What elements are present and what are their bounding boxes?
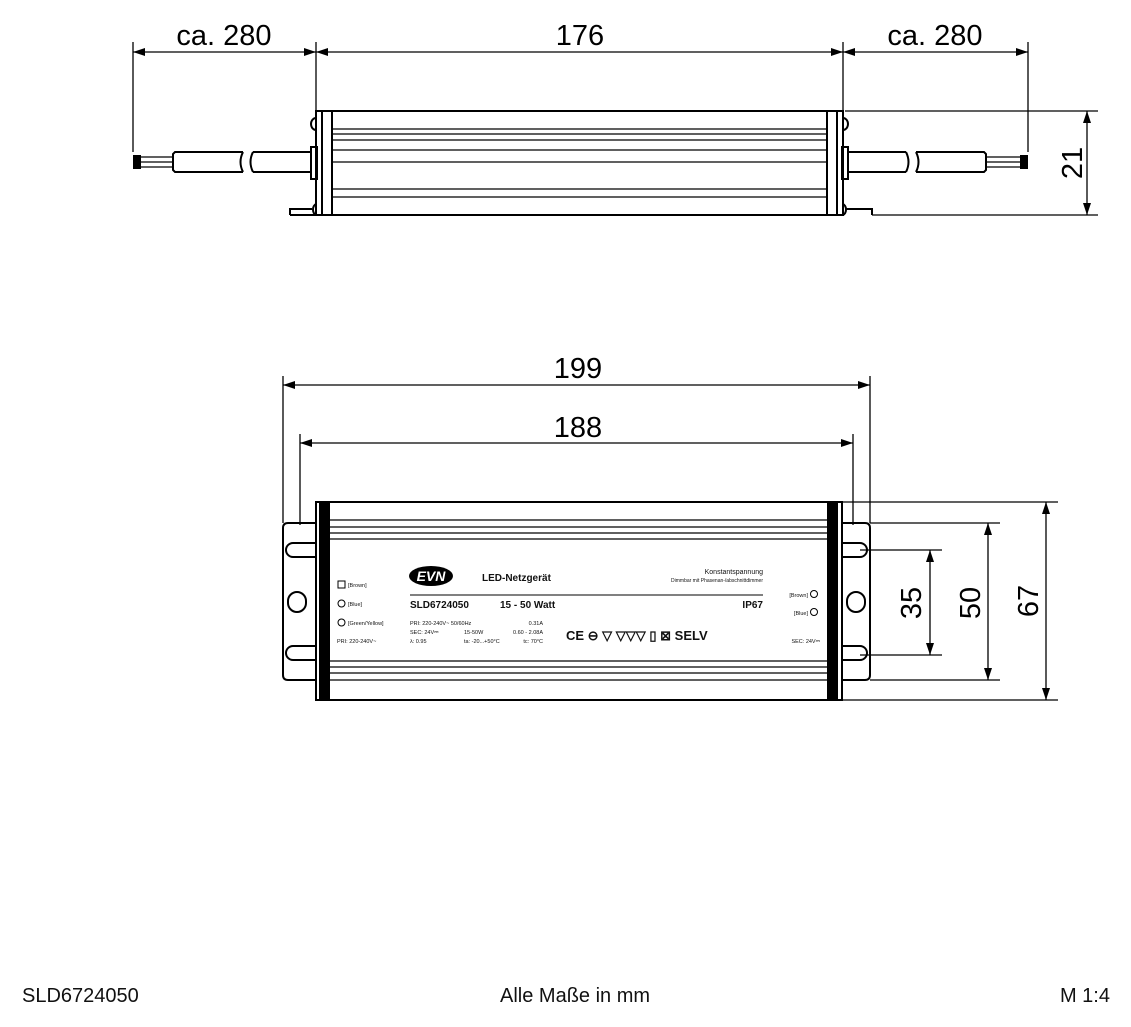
dim-overall: 199 [554, 353, 602, 385]
label-dimmer: Dimmbar mit Phasenan-/abschnittdimmer [671, 578, 763, 584]
label-title: LED-Netzgerät [482, 573, 552, 584]
label-wire-pe: [Green/Yellow] [348, 621, 384, 627]
top-view: ca. 280 176 ca. 280 21 [132, 20, 1098, 216]
ground-icon [337, 618, 346, 627]
dim-right-cable: ca. 280 [887, 20, 982, 52]
minus-terminal-icon [810, 608, 818, 616]
dim-mounting: 188 [554, 412, 602, 444]
dim-slot-inner: 35 [896, 587, 928, 619]
label-lambda: λ: 0.95 [410, 639, 427, 645]
neutral-icon [337, 599, 346, 608]
label-type: Konstantspannung [705, 569, 763, 576]
label-power: 15 - 50 Watt [500, 600, 556, 611]
footer-scale: M 1:4 [1059, 985, 1110, 1007]
label-ta: ta: -20...+50°C [464, 639, 500, 645]
label-wire-l: [Brown] [348, 583, 367, 589]
dim-body-length: 176 [556, 20, 604, 52]
label-model: SLD6724050 [410, 600, 469, 611]
footer-article: SLD6724050 [22, 985, 139, 1007]
certification-marks: CE ⊖ ▽ ▽▽▽ ▯ ⊠ SELV [566, 628, 708, 643]
front-view: 199 188 35 50 67 EVN LED-Netzgerät Konst… [282, 353, 1058, 701]
label-out-plus: [Brown] [789, 593, 808, 599]
label-pri: PRI: 220-240V~ 50/60Hz [410, 621, 472, 627]
earth-l-icon [337, 580, 346, 589]
logo-text: EVN [417, 568, 447, 584]
label-sec: SEC: 24V⎓ [410, 630, 439, 636]
dim-left-cable: ca. 280 [176, 20, 271, 52]
label-input: PRI: 220-240V~ [337, 639, 376, 645]
label-ip: IP67 [742, 600, 763, 611]
product-label: EVN LED-Netzgerät Konstantspannung Dimmb… [337, 566, 821, 645]
plus-terminal-icon [810, 590, 818, 598]
label-tc: tc: 70°C [523, 639, 543, 645]
footer-units-note: Alle Maße in mm [500, 985, 651, 1007]
label-sec-current: 0.60 - 2.08A [513, 630, 543, 636]
label-out-minus: [Blue] [794, 611, 809, 617]
label-output: SEC: 24V⎓ [791, 639, 820, 645]
dim-height-top: 21 [1057, 147, 1089, 179]
dim-height: 67 [1013, 585, 1045, 617]
label-wire-n: [Blue] [348, 602, 363, 608]
label-pri-current: 0.31A [529, 621, 544, 627]
label-sec-power: 15-50W [464, 630, 484, 636]
evn-logo [409, 566, 453, 586]
dim-slot-outer: 50 [955, 587, 987, 619]
